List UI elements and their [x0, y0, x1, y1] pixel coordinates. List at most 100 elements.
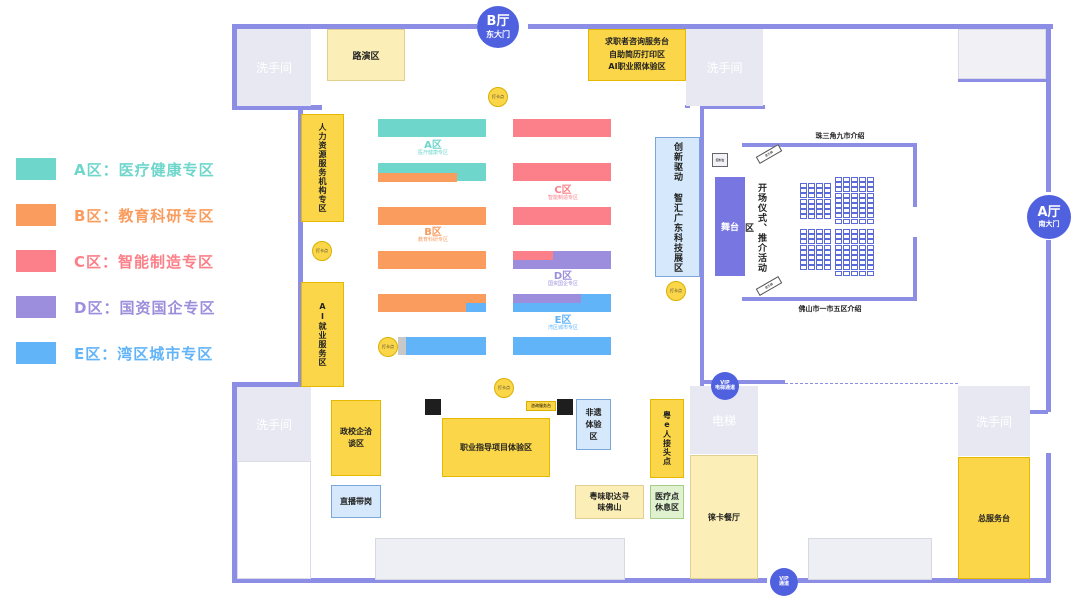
zone-a-label: A区 医疗健康专区 [412, 141, 454, 156]
seat [867, 270, 874, 276]
seat [867, 265, 874, 271]
booth-d [513, 294, 581, 303]
seat [824, 214, 831, 220]
screen-label: 显示屏 [764, 282, 774, 290]
seat [843, 255, 850, 260]
seat [800, 229, 807, 234]
seat [824, 188, 831, 194]
seat [835, 229, 842, 234]
ceremony-label: 开场仪式、推介活动区 [743, 182, 766, 273]
restroom-label: 洗手间 [975, 414, 1012, 429]
seat [824, 249, 831, 255]
pearl-delta-label: 珠三角九市介绍 [815, 132, 865, 140]
seat [808, 260, 815, 266]
seat [867, 197, 874, 203]
seat [835, 270, 842, 276]
hall-b-title: B厅 [486, 13, 510, 29]
seat [859, 218, 866, 224]
seat [867, 187, 874, 193]
seat [859, 239, 866, 245]
seat [851, 260, 858, 266]
room-top-corner [958, 29, 1046, 79]
seat [824, 198, 831, 204]
seat [843, 208, 850, 214]
hr-agencies-label: 人力资源服务机构专区 [318, 123, 327, 213]
seat [859, 255, 866, 260]
wall [232, 105, 322, 110]
seat [835, 203, 842, 208]
seat [816, 188, 823, 194]
legend-item-c: C区：智能制造专区 [16, 249, 214, 273]
seat [859, 203, 866, 208]
wall [298, 105, 303, 387]
seat [816, 193, 823, 199]
hr-agencies-area: 人力资源服务机构专区 [301, 114, 344, 222]
seat [843, 197, 850, 203]
seat [808, 255, 815, 260]
innovation-label: 创新驱动 智汇广东科技展区 [672, 141, 682, 273]
roadshow-label: 路演区 [352, 51, 380, 62]
seat [816, 260, 823, 266]
hall-b-sub: 东大门 [486, 29, 510, 39]
screen-right: 显示屏 [755, 276, 783, 296]
main-service-desk[interactable]: 总服务台 [958, 457, 1030, 579]
seat [843, 187, 850, 193]
zone-sub: 教育科研专区 [417, 237, 448, 243]
seat [859, 187, 866, 193]
main-desk-label: 总服务台 [978, 513, 1010, 523]
seat [859, 182, 866, 188]
seat [867, 203, 874, 208]
vip-label: VIP [720, 379, 730, 386]
seat [808, 188, 815, 194]
seat [867, 177, 874, 182]
seat [851, 255, 858, 260]
seat [816, 229, 823, 234]
legend-item-d: D区：国资国企专区 [16, 295, 215, 319]
seat [859, 234, 866, 240]
wall [232, 382, 303, 387]
counter-bottom-left [375, 538, 625, 580]
hall-a-title: A厅 [1037, 204, 1061, 220]
dashed-line [785, 383, 958, 384]
legend-swatch [16, 204, 56, 226]
seat [843, 260, 850, 266]
zone-sub: 湾区城市专区 [547, 325, 578, 331]
seat [851, 213, 858, 219]
checkin-point: 打卡点 [666, 281, 686, 301]
yuewei-label: 粤味职达寻味佛山 [589, 491, 630, 512]
booth-b [378, 207, 486, 225]
booth-e [466, 303, 486, 312]
seat [867, 255, 874, 260]
seat [808, 183, 815, 188]
seat [816, 249, 823, 255]
vip-passage-marker: VIP 通道 [770, 568, 798, 596]
cafe-label: 徕卡餐厅 [708, 512, 740, 522]
seat [808, 193, 815, 199]
restroom-bottom-left: 洗手间 [237, 387, 311, 461]
legend-item-e: E区：湾区城市专区 [16, 341, 213, 365]
seat [816, 265, 823, 271]
wall [1046, 240, 1051, 412]
seat [867, 213, 874, 219]
wall [700, 105, 765, 109]
checkin-point: 打卡点 [312, 241, 332, 261]
seat [867, 249, 874, 255]
seat [843, 265, 850, 271]
wall [958, 78, 1048, 82]
seat [800, 244, 807, 250]
seat [851, 244, 858, 250]
seat [867, 239, 874, 245]
seat [808, 234, 815, 240]
seat [800, 249, 807, 255]
jobseeker-service-area: 求职者咨询服务台 自助简历打印区 AI职业照体验区 [588, 29, 686, 81]
restroom-top-left: 洗手间 [237, 29, 311, 106]
seat [824, 209, 831, 214]
screen-label: 显示屏 [764, 150, 774, 158]
seat [816, 214, 823, 220]
zone-name: C区 [554, 185, 572, 196]
seat [851, 229, 858, 234]
ai-service-area: AI就业服务区 [301, 282, 344, 387]
wall [232, 382, 237, 582]
legend-item-b: B区：教育科研专区 [16, 203, 214, 227]
seat [824, 183, 831, 188]
